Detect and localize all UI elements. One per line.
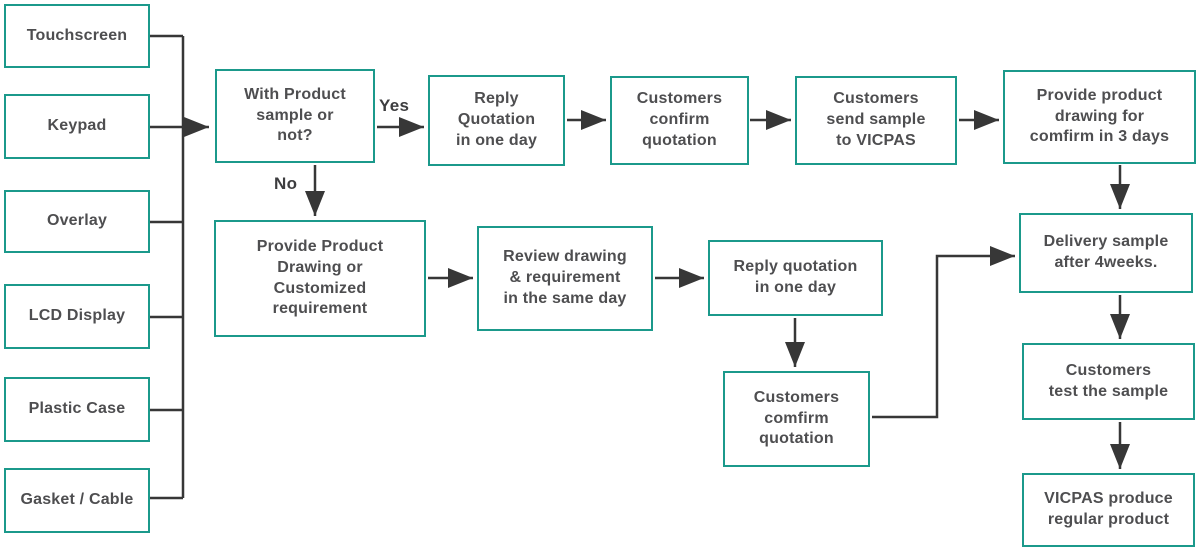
node-provide-drawing-3days: Provide product drawing for comfirm in 3…	[1003, 70, 1196, 164]
node-lcd-display: LCD Display	[4, 284, 150, 349]
node-reply-quotation-label: Reply Quotation in one day	[455, 90, 538, 149]
node-customers-confirm-label: Customers confirm quotation	[636, 90, 723, 149]
node-provide-product-drawing-label: Provide Product Drawing or Customized re…	[256, 237, 384, 318]
node-provide-drawing-3days-label: Provide product drawing for comfirm in 3…	[1029, 86, 1170, 146]
arrow-comfirm-to-delivery	[872, 246, 1015, 419]
node-delivery-sample-label: Delivery sample after 4weeks.	[1043, 233, 1169, 271]
node-keypad-label: Keypad	[47, 117, 107, 135]
node-reply-quotation-no-branch-label: Reply quotation in one day	[733, 258, 858, 296]
node-overlay-label: Overlay	[46, 212, 108, 230]
node-provide-product-drawing: Provide Product Drawing or Customized re…	[214, 220, 426, 337]
node-decision-sample-or-not: With Product sample or not?	[215, 69, 375, 163]
node-customers-send-sample: Customers send sample to VICPAS	[795, 76, 957, 165]
node-reply-quotation-no-branch: Reply quotation in one day	[708, 240, 883, 316]
node-gasket-cable-label: Gasket / Cable	[20, 491, 134, 509]
node-lcd-display-label: LCD Display	[28, 307, 126, 325]
node-decision-label: With Product sample or not?	[244, 85, 346, 145]
node-plastic-case: Plastic Case	[4, 377, 150, 442]
node-plastic-case-label: Plastic Case	[28, 400, 126, 418]
node-delivery-sample: Delivery sample after 4weeks.	[1019, 213, 1193, 293]
node-touchscreen: Touchscreen	[4, 4, 150, 68]
node-review-drawing-label: Review drawing & requirement in the same…	[503, 248, 627, 307]
node-customers-comfirm-quotation: Customers comfirm quotation	[723, 371, 870, 467]
node-customers-comfirm-label: Customers comfirm quotation	[753, 388, 840, 448]
node-customers-send-sample-label: Customers send sample to VICPAS	[826, 90, 926, 149]
node-customers-test-sample: Customers test the sample	[1022, 343, 1195, 420]
bus-line	[150, 34, 185, 500]
node-customers-test-sample-label: Customers test the sample	[1048, 361, 1169, 400]
node-gasket-cable: Gasket / Cable	[4, 468, 150, 533]
node-reply-quotation-one-day: Reply Quotation in one day	[428, 75, 565, 166]
node-vicpas-produce: VICPAS produce regular product	[1022, 473, 1195, 547]
node-overlay: Overlay	[4, 190, 150, 253]
edge-label-no: No	[274, 174, 298, 193]
node-vicpas-produce-label: VICPAS produce regular product	[1044, 490, 1173, 528]
node-customers-confirm-quotation: Customers confirm quotation	[610, 76, 749, 165]
node-touchscreen-label: Touchscreen	[26, 26, 128, 44]
edge-label-yes: Yes	[379, 96, 410, 115]
node-keypad: Keypad	[4, 94, 150, 159]
node-review-drawing: Review drawing & requirement in the same…	[477, 226, 653, 331]
